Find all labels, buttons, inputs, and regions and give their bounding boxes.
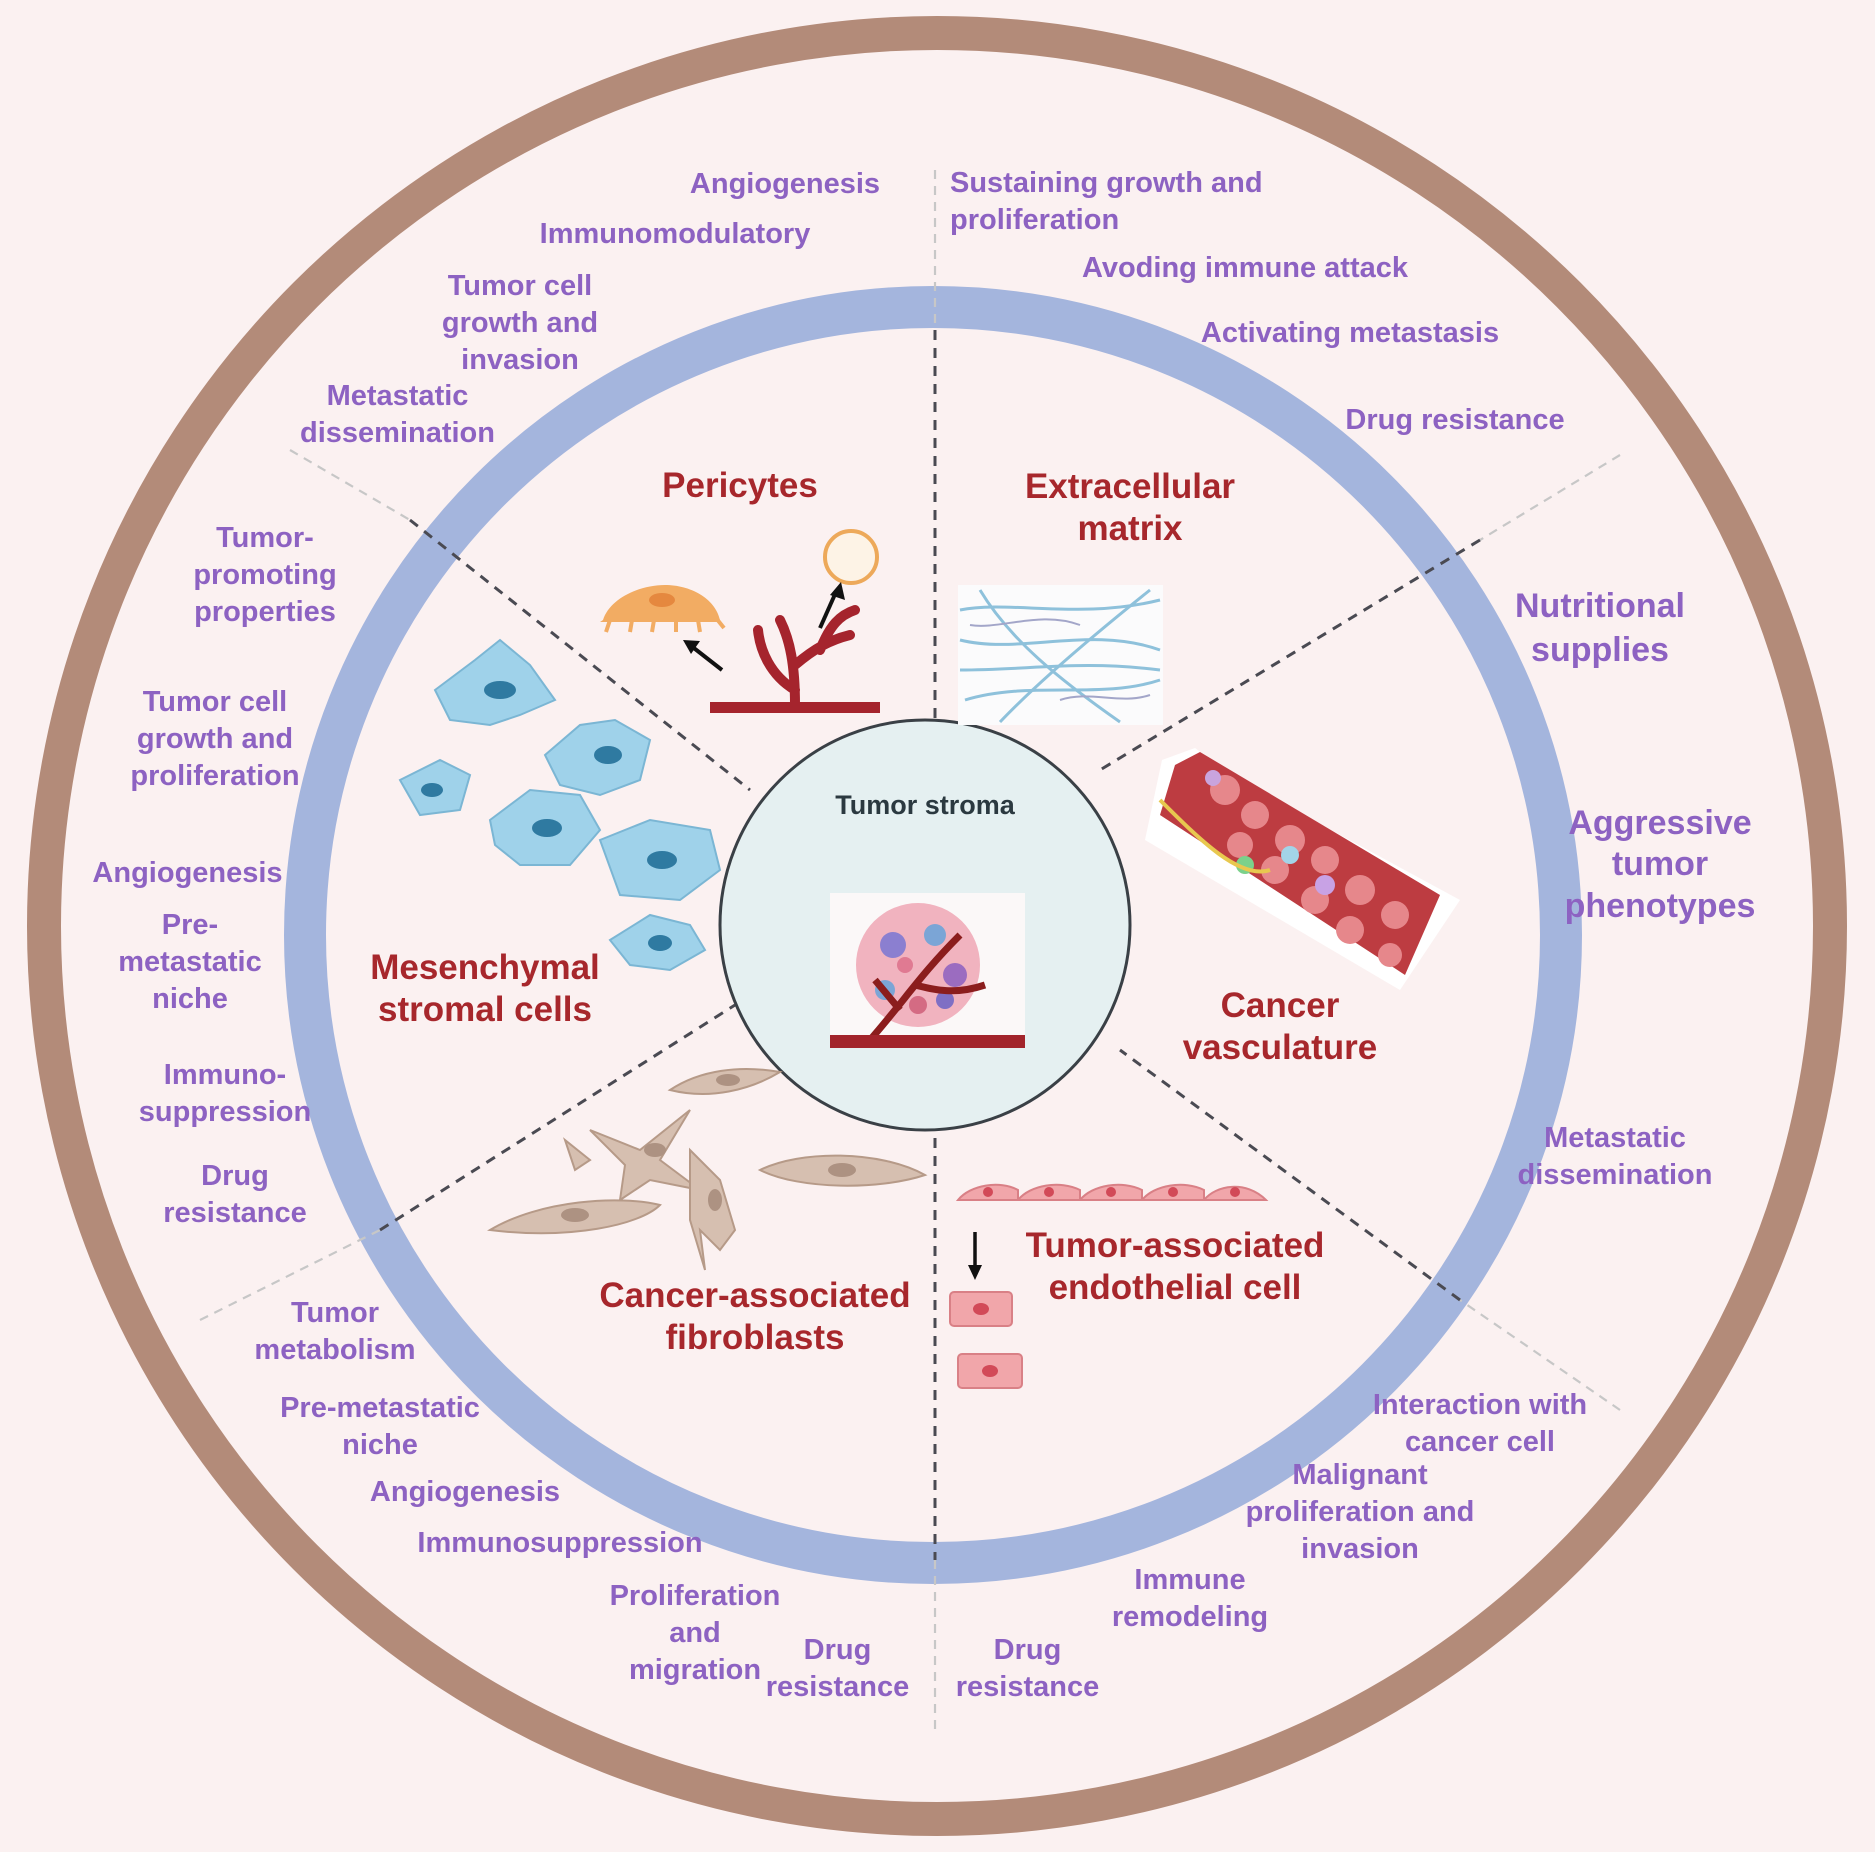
endothelial-function: Immune remodeling (1111, 1564, 1269, 1634)
fibroblast-function: Tumor metabolism (254, 1297, 416, 1367)
pericyte-function: Angiogenesis (689, 168, 881, 200)
msc-function: Immuno- suppression (138, 1059, 312, 1129)
tumor-illustration (830, 893, 1025, 1048)
category-msc: Mesenchymal stromal cells (370, 948, 600, 1029)
endothelial-illustration (949, 1183, 1269, 1389)
ecm-function: Activating metastasis (1200, 317, 1500, 349)
ecm-function: Avoding immune attack (1081, 252, 1409, 284)
msc-illustration (398, 638, 722, 972)
category-vasculature: Cancer vasculature (1182, 986, 1378, 1067)
fibroblast-function: Pre-metastatic niche (280, 1392, 480, 1462)
msc-function: Drug resistance (163, 1160, 307, 1230)
pericyte-function: Immunomodulatory (539, 218, 811, 250)
ecm-function: Sustaining growth and proliferation (950, 167, 1263, 237)
pericyte-illustration (600, 529, 880, 713)
vasculature-function: Aggressive tumor phenotypes (1564, 804, 1756, 925)
fibroblast-function: Proliferation and migration (609, 1580, 781, 1687)
pericyte-function: Tumor cell growth and invasion (441, 270, 599, 377)
sector-dividers-outer (199, 170, 1621, 1730)
category-endothelial: Tumor-associated endothelial cell (1025, 1226, 1325, 1307)
fibroblast-function: Angiogenesis (369, 1476, 561, 1508)
endothelial-function: Drug resistance (955, 1634, 1100, 1704)
category-fibroblasts: Cancer-associated fibroblasts (599, 1276, 911, 1357)
fibroblast-function: Drug resistance (765, 1634, 910, 1704)
msc-function: Pre- metastatic niche (118, 909, 262, 1016)
ecm-function: Drug resistance (1345, 404, 1565, 436)
vasculature-function: Metastatic dissemination (1517, 1122, 1713, 1192)
pericyte-function: Metastatic dissemination (300, 380, 495, 450)
vasculature-illustration (1145, 748, 1460, 990)
fibroblast-function: Immunosuppression (417, 1527, 703, 1559)
center-title: Tumor stroma (835, 790, 1015, 820)
inner-ring (284, 286, 1582, 1584)
sector-dividers-inner (379, 330, 1481, 1560)
ecm-illustration (958, 585, 1163, 725)
category-pericytes: Pericytes (662, 466, 818, 505)
category-ecm: Extracellular matrix (1024, 467, 1236, 548)
msc-function: Angiogenesis (92, 857, 283, 889)
endothelial-function: Malignant proliferation and invasion (1245, 1459, 1475, 1566)
vasculature-function: Nutritional supplies (1515, 587, 1685, 669)
msc-function: Tumor cell growth and proliferation (130, 686, 300, 793)
endothelial-function: Interaction with cancer cell (1372, 1389, 1588, 1459)
msc-function: Tumor- promoting properties (193, 522, 337, 629)
